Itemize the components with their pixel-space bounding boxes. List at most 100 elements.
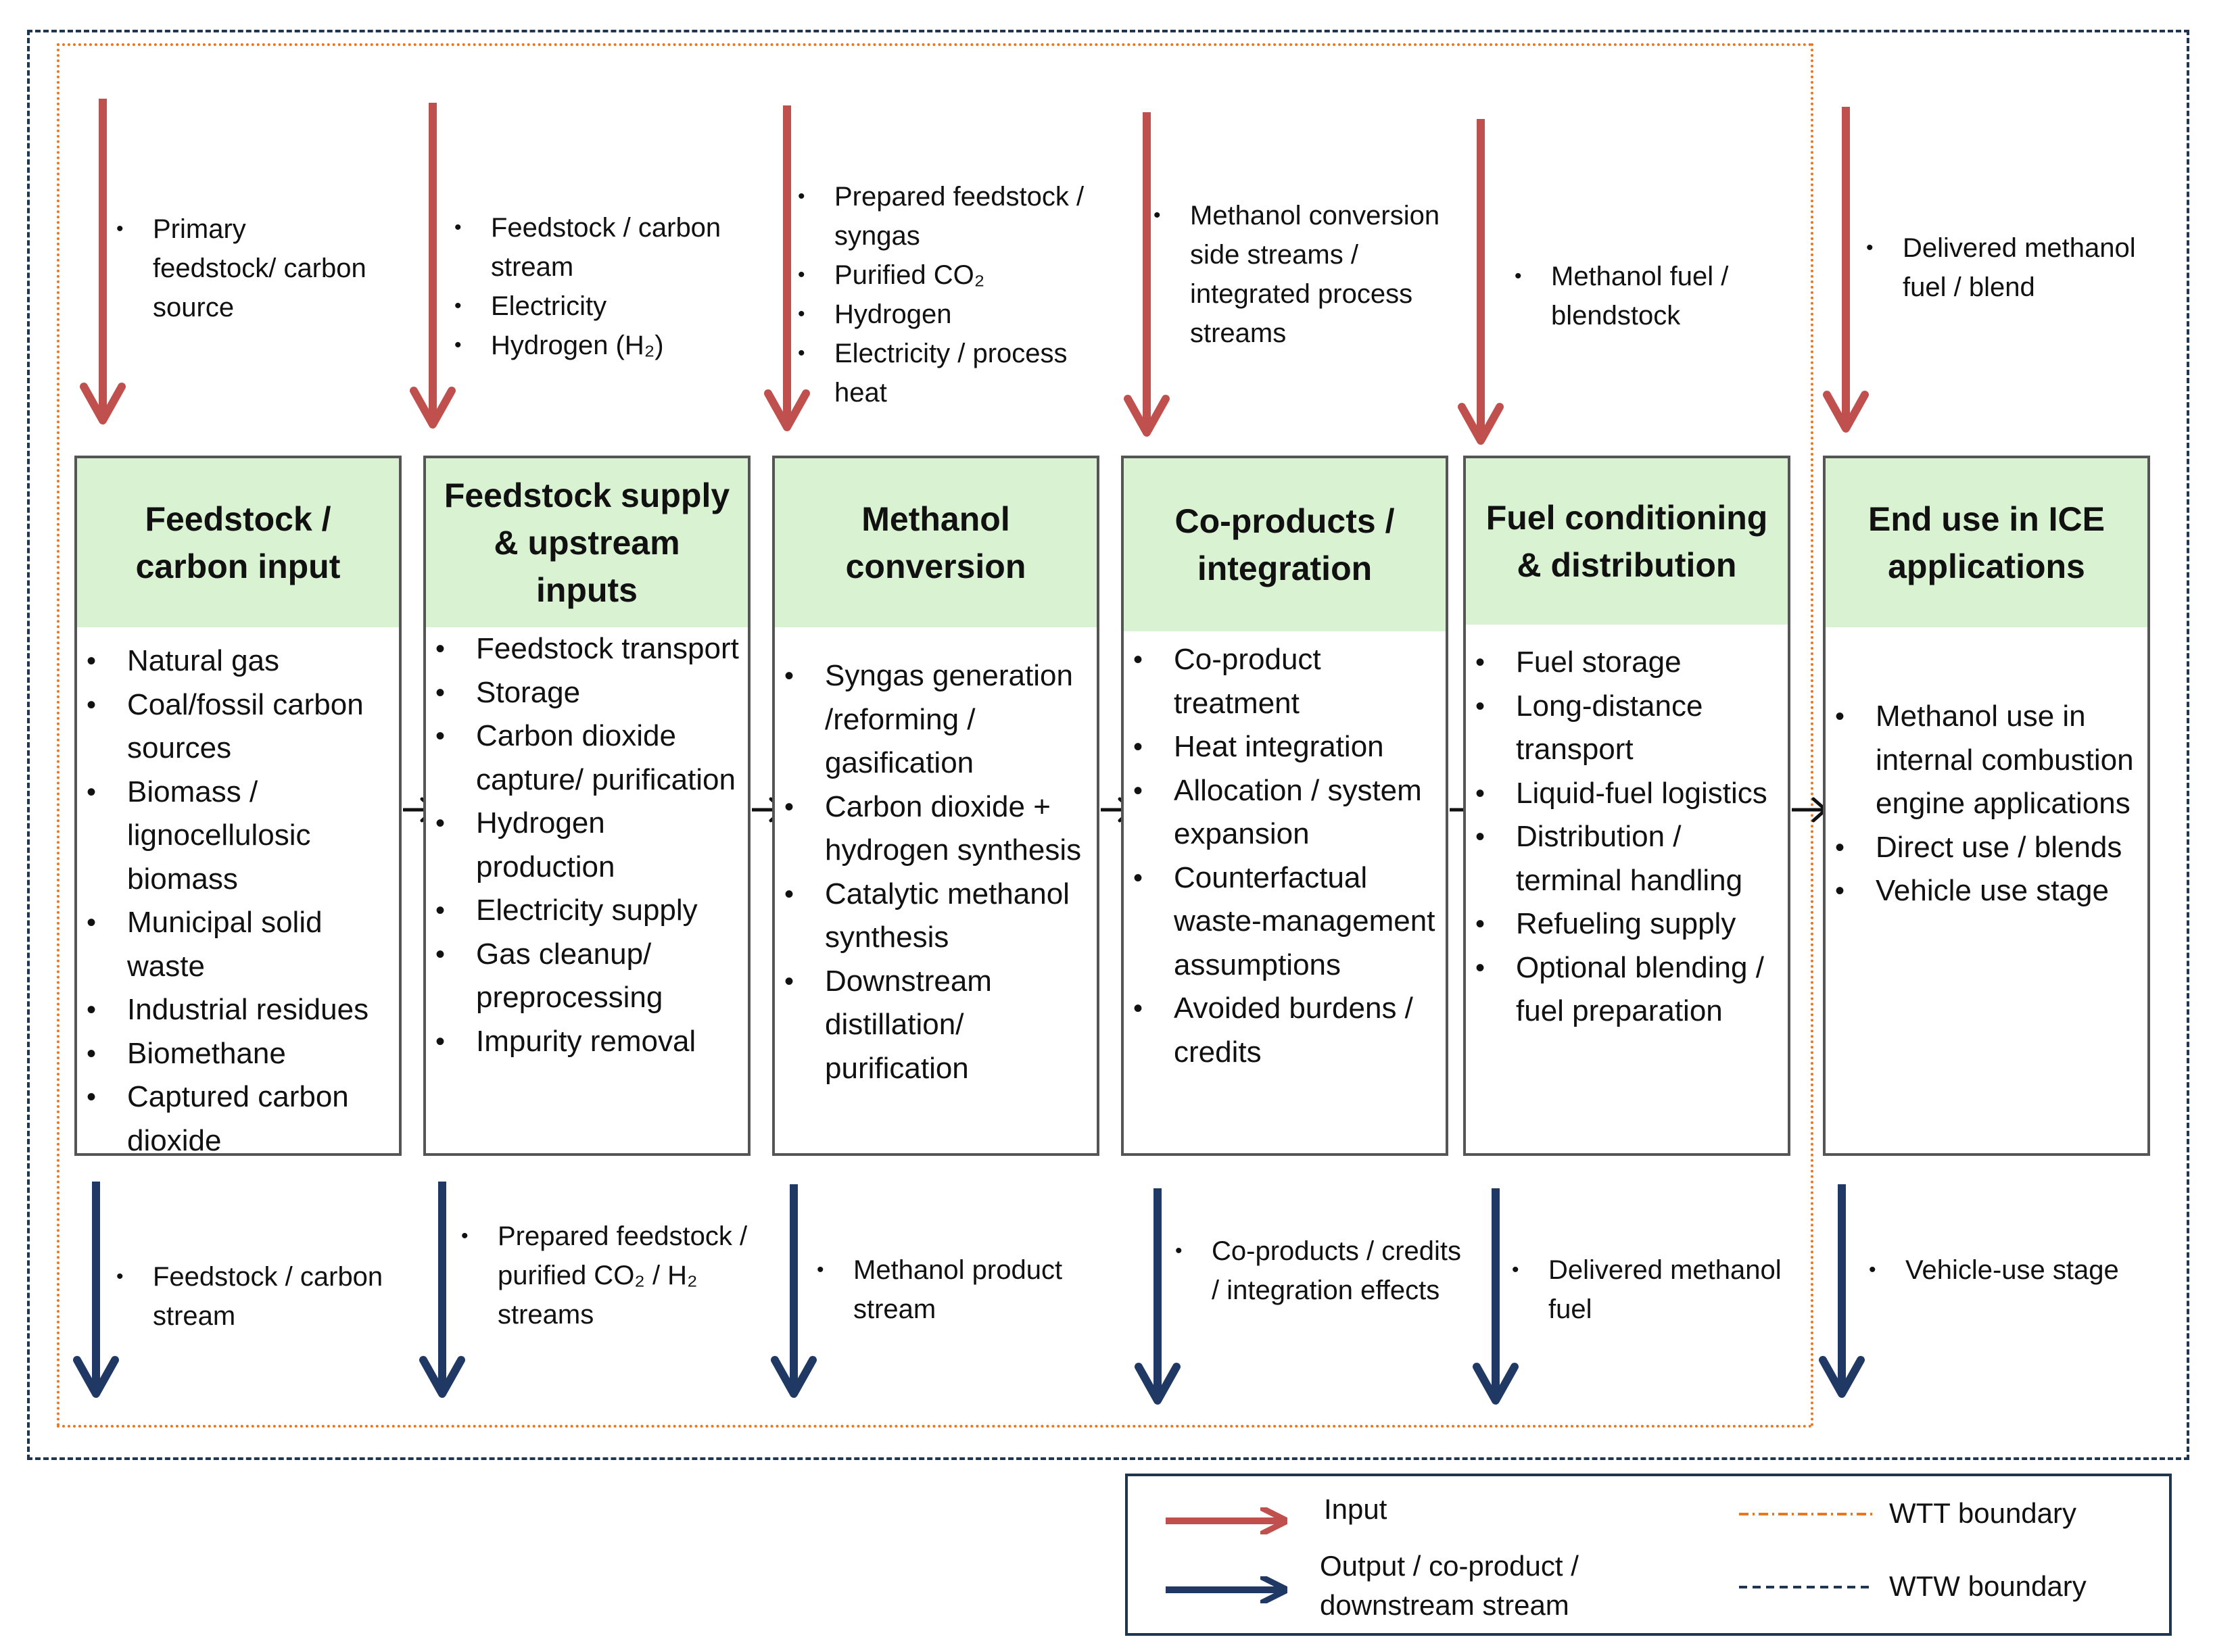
output-item: Methanol product stream — [817, 1250, 1114, 1329]
input-list: Prepared feedstock / syngas Purified CO₂… — [798, 177, 1116, 412]
process-item: Biomass / lignocellulosic biomass — [87, 771, 395, 902]
process-item: Refueling supply — [1475, 902, 1784, 946]
wtt-boundary-box — [57, 43, 1813, 1428]
input-list: Delivered methanol fuel / blend — [1866, 228, 2150, 307]
output-list: Vehicle-use stage — [1869, 1250, 2139, 1290]
legend-arrow-samples — [1166, 1476, 1874, 1638]
stage-box-feedstock-supply: Feedstock supply & upstream inputs Feeds… — [423, 456, 751, 1156]
input-item: Methanol conversion side streams / integ… — [1153, 196, 1451, 353]
output-list: Delivered methanol fuel — [1512, 1250, 1796, 1329]
input-item: Hydrogen (H₂) — [454, 326, 745, 365]
output-item: Prepared feedstock / purified CO₂ / H₂ s… — [461, 1217, 765, 1334]
process-item: Heat integration — [1133, 725, 1442, 769]
stage-title-line: Co-products / — [1174, 502, 1395, 540]
process-item: Feedstock transport — [435, 627, 744, 671]
legend-output-label: Output / co-product / downstream stream — [1320, 1550, 1579, 1621]
process-item: Coal/fossil carbon sources — [87, 683, 395, 771]
stage-body: Feedstock transport Storage Carbon dioxi… — [426, 627, 748, 1153]
stage-process-list: Syngas generation /reforming / gasificat… — [784, 654, 1093, 1090]
process-item: Vehicle use stage — [1835, 869, 2143, 913]
stage-title-line: applications — [1888, 548, 2085, 585]
input-list: Methanol conversion side streams / integ… — [1153, 196, 1451, 353]
output-item: Delivered methanol fuel — [1512, 1250, 1796, 1329]
stage-title-line: conversion — [845, 548, 1026, 585]
process-item: Syngas generation /reforming / gasificat… — [784, 654, 1093, 785]
input-list: Feedstock / carbon stream Electricity Hy… — [454, 208, 745, 365]
stage-body: Fuel storage Long-distance transport Liq… — [1466, 625, 1788, 1153]
input-arrow-stage-1-head — [80, 383, 126, 424]
wtw-boundary-box — [27, 30, 2189, 1460]
input-arrow-stage-6-head — [1823, 391, 1869, 433]
process-item: Natural gas — [87, 639, 395, 683]
process-item: Hydrogen production — [435, 802, 744, 889]
process-item: Counterfactual waste-management assumpti… — [1133, 856, 1442, 988]
legend-wtt-label: WTT boundary — [1889, 1497, 2076, 1529]
stage-title-line: Feedstock supply — [444, 477, 730, 514]
output-list: Prepared feedstock / purified CO₂ / H₂ s… — [461, 1217, 765, 1334]
legend-wtw-label: WTW boundary — [1889, 1570, 2087, 1602]
output-note-stage-6: Vehicle-use stage — [1869, 1250, 2139, 1290]
input-item: Electricity — [454, 287, 745, 326]
process-item: Impurity removal — [435, 1020, 744, 1064]
process-item: Electricity supply — [435, 889, 744, 933]
stage-box-co-products-integration: Co-products / integration Co-product tre… — [1121, 456, 1448, 1156]
input-note-stage-4: Methanol conversion side streams / integ… — [1153, 196, 1451, 353]
stage-box-fuel-conditioning-distribution: Fuel conditioning & distribution Fuel st… — [1463, 456, 1790, 1156]
output-list: Feedstock / carbon stream — [116, 1257, 414, 1336]
output-note-stage-2: Prepared feedstock / purified CO₂ / H₂ s… — [461, 1217, 765, 1334]
input-item: Electricity / process heat — [798, 334, 1116, 412]
process-item: Allocation / system expansion — [1133, 769, 1442, 856]
process-item: Captured carbon dioxide — [87, 1075, 395, 1163]
stage-title-line: End use in ICE — [1867, 500, 2105, 538]
process-item: Industrial residues — [87, 988, 395, 1032]
stage-title-line: & upstream — [494, 524, 680, 562]
output-arrow-stage-5-head — [1473, 1363, 1519, 1405]
input-item: Delivered methanol fuel / blend — [1866, 228, 2150, 307]
stage-body: Co-product treatment Heat integration Al… — [1124, 631, 1446, 1153]
stage-header: Fuel conditioning & distribution — [1466, 458, 1788, 625]
process-item: Catalytic methanol synthesis — [784, 873, 1093, 960]
stage-header: Co-products / integration — [1124, 458, 1446, 631]
stage-header: Feedstock / carbon input — [77, 458, 399, 627]
process-item: Carbon dioxide + hydrogen synthesis — [784, 785, 1093, 873]
output-arrow-stage-3-head — [771, 1356, 817, 1398]
process-item: Long-distance transport — [1475, 685, 1784, 772]
stage-body: Methanol use in internal combustion engi… — [1826, 627, 2147, 1153]
process-item: Avoided burdens / credits — [1133, 987, 1442, 1074]
output-item: Co-products / credits / integration effe… — [1175, 1232, 1473, 1310]
input-note-stage-1: Primary feedstock/ carbon source — [116, 210, 373, 327]
input-note-stage-2: Feedstock / carbon stream Electricity Hy… — [454, 208, 745, 365]
input-item: Methanol fuel / blendstock — [1515, 257, 1785, 335]
legend: Input Output / co-product / downstream s… — [1125, 1474, 2172, 1636]
output-list: Co-products / credits / integration effe… — [1175, 1232, 1473, 1310]
stage-title-line: Fuel conditioning — [1485, 499, 1768, 537]
input-item: Hydrogen — [798, 295, 1116, 334]
stage-process-list: Feedstock transport Storage Carbon dioxi… — [435, 627, 744, 1063]
output-arrow-stage-1-head — [73, 1356, 119, 1398]
stage-title-line: Methanol — [861, 500, 1010, 538]
stage-title-line: integration — [1197, 550, 1373, 587]
stage-body: Syngas generation /reforming / gasificat… — [775, 627, 1097, 1153]
output-note-stage-4: Co-products / credits / integration effe… — [1175, 1232, 1473, 1310]
input-list: Methanol fuel / blendstock — [1515, 257, 1785, 335]
stage-body: Natural gas Coal/fossil carbon sources B… — [77, 627, 399, 1157]
output-note-stage-3: Methanol product stream — [817, 1250, 1114, 1329]
process-item: Biomethane — [87, 1032, 395, 1076]
stage-header: End use in ICE applications — [1826, 458, 2147, 627]
process-item: Direct use / blends — [1835, 826, 2143, 870]
output-item: Vehicle-use stage — [1869, 1250, 2139, 1290]
process-item: Fuel storage — [1475, 641, 1784, 685]
process-item: Municipal solid waste — [87, 901, 395, 988]
stage-process-list: Methanol use in internal combustion engi… — [1835, 695, 2143, 913]
output-note-stage-5: Delivered methanol fuel — [1512, 1250, 1796, 1329]
process-item: Distribution / terminal handling — [1475, 815, 1784, 902]
input-note-stage-6: Delivered methanol fuel / blend — [1866, 228, 2150, 307]
output-item: Feedstock / carbon stream — [116, 1257, 414, 1336]
stage-title-line: Feedstock / — [145, 500, 331, 538]
output-note-stage-1: Feedstock / carbon stream — [116, 1257, 414, 1336]
stage-process-list: Fuel storage Long-distance transport Liq… — [1475, 641, 1784, 1034]
input-note-stage-3: Prepared feedstock / syngas Purified CO₂… — [798, 177, 1116, 412]
process-item: Optional blending / fuel preparation — [1475, 946, 1784, 1034]
